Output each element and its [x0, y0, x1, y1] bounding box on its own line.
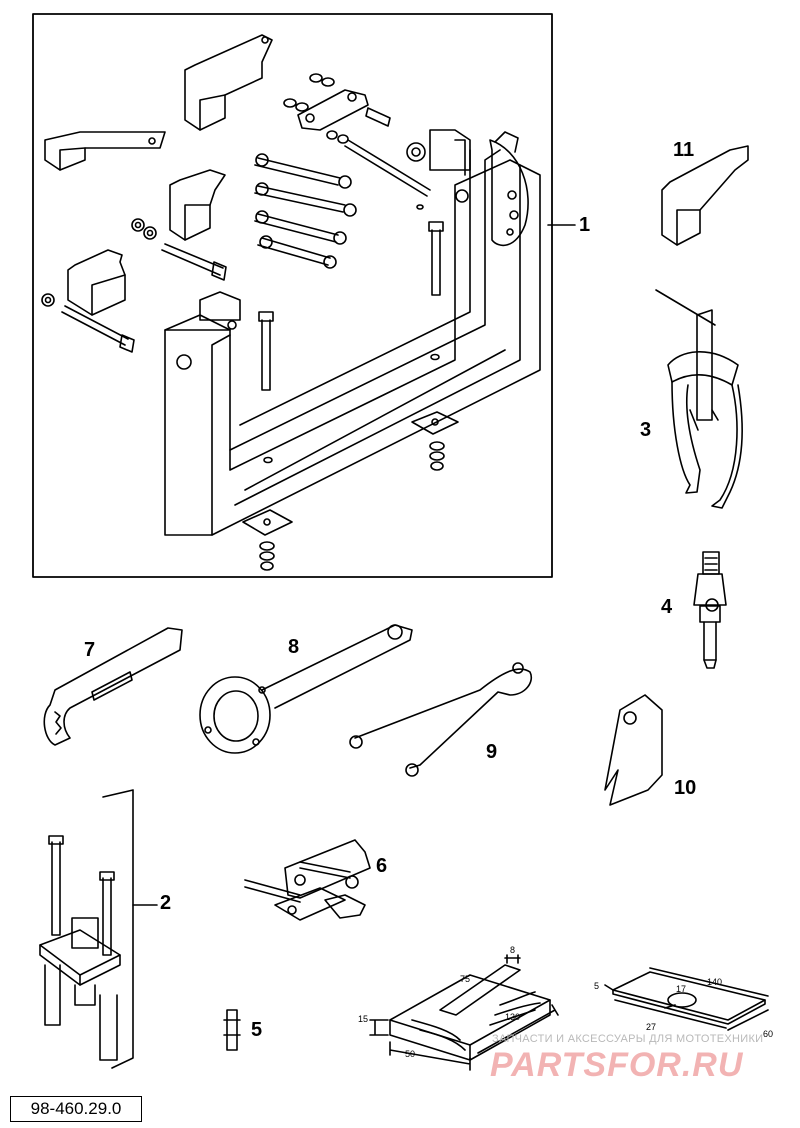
flat-plate-drawing — [604, 967, 769, 1031]
callout-3: 3 — [640, 419, 652, 441]
tool-2-drawing — [39, 789, 158, 1069]
dim-block-slot: 75 — [460, 974, 471, 984]
dim-block-height: 15 — [358, 1014, 369, 1024]
part-number: 98-460.29.0 — [10, 1096, 142, 1122]
bracket-11-drawing — [661, 145, 749, 246]
dim-block-depth: 8 — [510, 945, 516, 955]
dim-plate-thickness: 5 — [594, 981, 600, 991]
engine-stand-frame — [32, 13, 553, 578]
wooden-block-drawing — [369, 954, 559, 1071]
callout-1: 1 — [579, 214, 591, 236]
pin-5-drawing — [223, 1009, 241, 1051]
callout-4: 4 — [661, 596, 673, 618]
hook-wrench-7-drawing — [43, 627, 183, 746]
dim-plate-length: 140 — [707, 977, 723, 987]
callout-10: 10 — [674, 777, 697, 799]
pin-wrench-9-drawing — [349, 662, 532, 777]
slide-hammer-4-drawing — [693, 551, 727, 669]
callout-2: 2 — [160, 892, 172, 914]
dim-plate-width: 60 — [763, 1029, 774, 1039]
dim-block-length: 130 — [505, 1012, 521, 1022]
callout-7: 7 — [84, 639, 96, 661]
callout-11: 11 — [673, 139, 695, 161]
engine-stand-drawing — [41, 34, 541, 571]
callout-5: 5 — [251, 1019, 263, 1041]
dim-block-width: 50 — [405, 1049, 416, 1059]
watermark-caption: ЗАПЧАСТИ И АКСЕССУАРЫ ДЛЯ МОТОТЕХНИКИ — [492, 1033, 764, 1045]
holding-wrench-8-drawing — [199, 624, 413, 754]
dim-plate-hole: 17 — [676, 984, 687, 994]
gauge-10-drawing — [604, 694, 663, 806]
callout-9: 9 — [486, 741, 498, 763]
watermark-logo: PARTSFOR.RU — [490, 1046, 744, 1084]
callout-6: 6 — [376, 855, 388, 877]
extractor-6-drawing — [244, 839, 371, 921]
callout-8: 8 — [288, 636, 300, 658]
dim-plate-offset: 27 — [646, 1022, 657, 1032]
puller-3-drawing — [655, 289, 743, 509]
